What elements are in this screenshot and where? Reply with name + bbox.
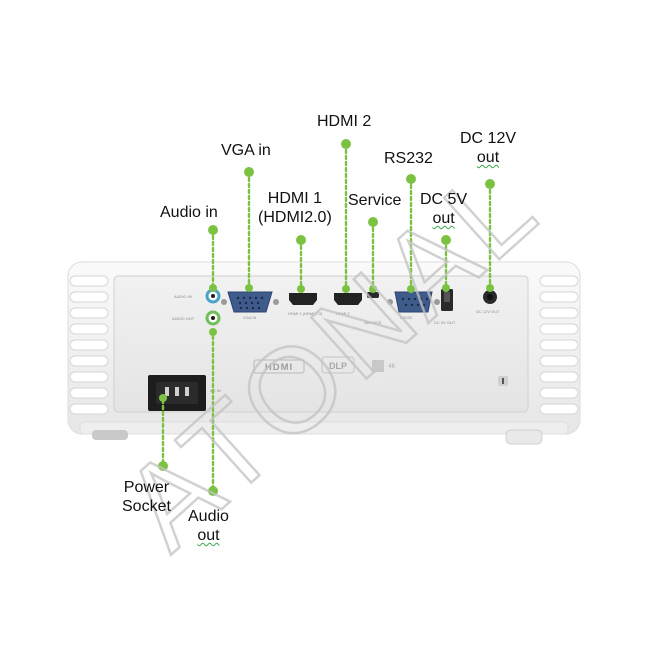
- label-dc-5v-line2: out: [432, 210, 455, 227]
- label-vga-in: VGA in: [221, 142, 271, 159]
- label-audio-out-line2: out: [197, 527, 220, 544]
- left-vent: [69, 275, 109, 415]
- kensington-lock-icon: [498, 376, 508, 386]
- dot-vga-port: [245, 284, 253, 292]
- dot-audio-in-port: [209, 284, 217, 292]
- label-hdmi-1-line2: (HDMI2.0): [258, 209, 332, 226]
- dot-dc-12v: [485, 179, 495, 189]
- dot-dc-5v-port: [442, 284, 450, 292]
- hdmi-1-caption: HDMI 1 (HDMI 2.0): [288, 311, 323, 316]
- panel-captions: AUDIO IN AUDIO OUT VGA IN HDMI 1 (HDMI 2…: [172, 294, 500, 393]
- dot-hdmi-2: [341, 139, 351, 149]
- dc-12v-caption: DC 12V OUT: [476, 309, 500, 314]
- label-dc-12v-line2: out: [476, 149, 500, 166]
- dot-hdmi-1-port: [297, 285, 305, 293]
- label-power-socket: Power Socket: [122, 478, 171, 516]
- rs232-caption: RS232: [400, 315, 413, 320]
- foot-left: [92, 430, 128, 440]
- audio-out-caption: AUDIO OUT: [172, 316, 195, 321]
- dot-power-socket-port: [159, 394, 167, 402]
- dot-rs232: [406, 174, 416, 184]
- dot-vga: [244, 167, 254, 177]
- rs232-port: [387, 291, 440, 313]
- label-dc-12v-line1: DC 12V: [460, 130, 517, 147]
- label-hdmi-2: HDMI 2: [317, 113, 372, 130]
- dc-5v-caption: DC 5V OUT: [434, 320, 456, 325]
- dlp-logo-text: DLP: [329, 361, 347, 371]
- logos: HDMI DLP 4K: [253, 356, 508, 386]
- dc-5v-port: [441, 289, 453, 311]
- dot-audio-out: [208, 486, 218, 496]
- 4k-logo: 4K: [372, 360, 396, 372]
- vga-caption: VGA IN: [243, 315, 256, 320]
- dot-rs232-port: [407, 285, 415, 293]
- hdmi-2-port: [334, 293, 362, 305]
- 4k-logo-text: 4K: [388, 364, 395, 370]
- label-dc-12v-out: DC 12V out: [460, 129, 516, 167]
- hdmi-2-caption: HDMI 2: [336, 311, 350, 316]
- ac-in-caption: AC IN: [210, 388, 221, 393]
- right-vent: [539, 275, 579, 415]
- dot-hdmi-1: [296, 235, 306, 245]
- label-hdmi-1: HDMI 1 (HDMI2.0): [258, 189, 332, 227]
- label-audio-out-line1: Audio: [188, 508, 229, 525]
- dc-12v-port: [483, 290, 497, 304]
- label-audio-out: Audio out: [188, 507, 229, 545]
- dot-power-socket: [158, 461, 168, 471]
- dlp-logo: DLP: [321, 356, 355, 374]
- dot-dc-12v-port: [486, 284, 494, 292]
- label-dc-5v-out: DC 5V out: [420, 190, 467, 228]
- hdmi-logo: HDMI: [253, 359, 305, 374]
- label-audio-in: Audio in: [160, 204, 218, 221]
- dot-dc-5v: [441, 235, 451, 245]
- audio-in-caption: AUDIO IN: [174, 294, 192, 299]
- leader-dots: [158, 139, 495, 496]
- dot-audio-out-port: [209, 328, 217, 336]
- leader-lines: [161, 142, 492, 493]
- hdmi-logo-text: HDMI: [265, 362, 293, 373]
- label-dc-5v-line1: DC 5V: [420, 191, 468, 208]
- dot-hdmi-2-port: [342, 285, 350, 293]
- hdmi-1-port: [289, 293, 317, 305]
- label-hdmi-1-line1: HDMI 1: [267, 190, 322, 207]
- vga-port: [221, 291, 279, 313]
- service-caption: SERVICE: [364, 320, 382, 325]
- label-power-line1: Power: [123, 479, 170, 496]
- dot-service-port: [369, 285, 377, 293]
- label-service: Service: [348, 192, 402, 209]
- service-port: [367, 292, 379, 298]
- dot-audio-in: [208, 225, 218, 235]
- dot-service: [368, 217, 378, 227]
- foot-right: [505, 429, 543, 445]
- label-rs232: RS232: [384, 150, 433, 167]
- label-power-line2: Socket: [122, 498, 171, 515]
- audio-out-port: [205, 310, 221, 326]
